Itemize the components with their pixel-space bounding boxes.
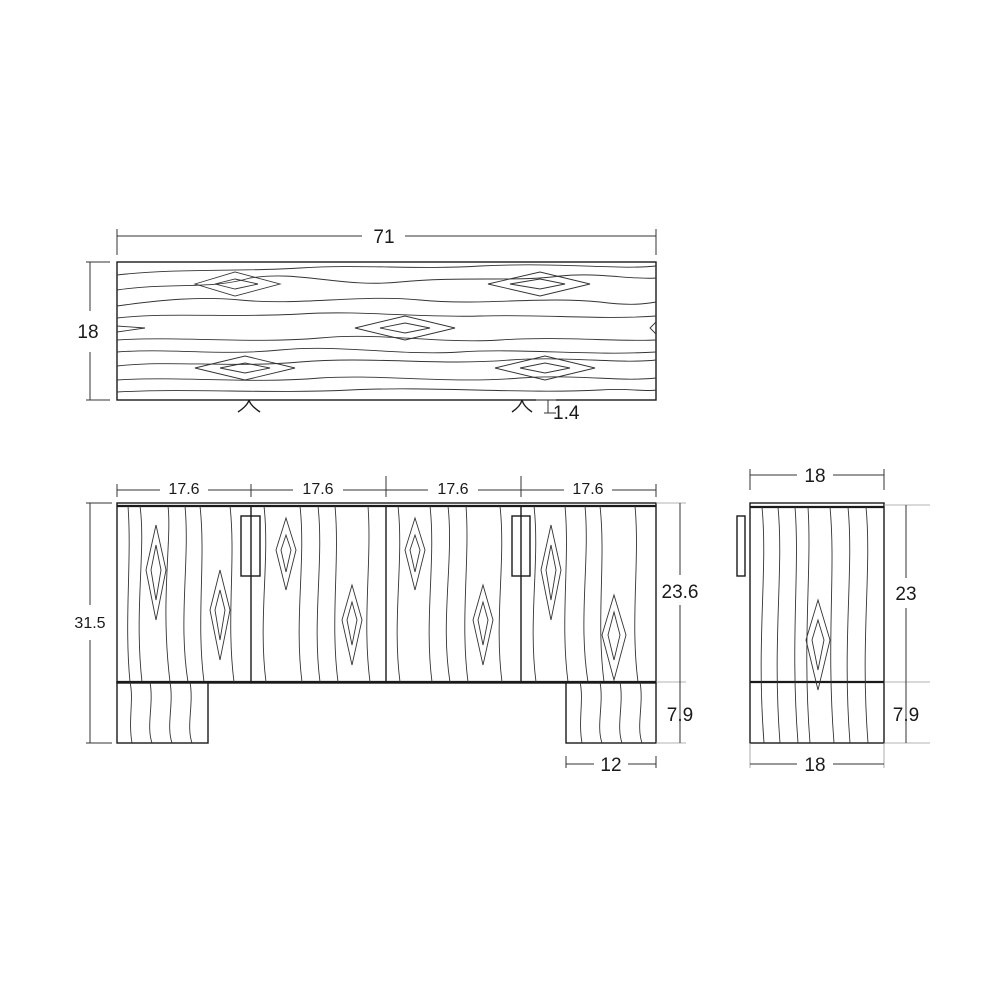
front-door-width-label-2: 17.6 xyxy=(302,481,333,498)
top-foot-offset-dimension: 1.4 xyxy=(536,399,580,424)
front-base-height-label: 7.9 xyxy=(667,705,693,726)
front-leg-left xyxy=(116,681,209,744)
front-door-width-label-4: 17.6 xyxy=(572,481,603,498)
side-top-depth-dimension: 18 xyxy=(749,466,885,490)
front-wood-grain xyxy=(127,505,639,683)
top-view: 71 18 xyxy=(77,227,657,424)
front-handle-left xyxy=(240,515,261,577)
front-leg-width-label: 12 xyxy=(600,755,621,776)
front-leg-width-dimension: 12 xyxy=(565,755,657,776)
front-view: 17.6 17.6 17.6 17.6 31.5 xyxy=(74,476,698,776)
top-foot-offset-label: 1.4 xyxy=(553,403,580,424)
top-handle-left-icon xyxy=(237,399,261,413)
side-cabinet-outline xyxy=(749,502,885,744)
front-leg-grain xyxy=(129,681,643,744)
top-width-dimension: 71 xyxy=(116,227,657,255)
front-door-width-dimensions: 17.6 17.6 17.6 17.6 xyxy=(116,476,657,498)
front-handle-right xyxy=(511,515,531,577)
side-height-dimension: 23 7.9 xyxy=(884,504,930,744)
front-door-width-label-3: 17.6 xyxy=(437,481,468,498)
side-cabinet-height-label: 23 xyxy=(895,584,916,605)
side-handle-profile xyxy=(736,515,746,577)
side-bottom-depth-label: 18 xyxy=(804,755,825,776)
front-leg-right xyxy=(565,681,657,744)
top-width-label: 71 xyxy=(373,227,394,248)
front-cabinet-height-dimension: 23.6 7.9 xyxy=(656,502,699,744)
front-total-height-label: 31.5 xyxy=(74,615,105,632)
top-handle-right-icon xyxy=(511,399,533,413)
side-wood-grain xyxy=(760,506,869,744)
side-bottom-depth-dimension: 18 xyxy=(749,743,885,776)
front-cabinet-height-label: 23.6 xyxy=(662,582,699,603)
side-base-height-label: 7.9 xyxy=(893,705,919,726)
top-surface-outline xyxy=(116,261,657,401)
side-view: 18 23 7.9 xyxy=(736,466,930,776)
top-wood-grain xyxy=(116,264,657,393)
front-total-height-dimension: 31.5 xyxy=(74,502,112,744)
top-depth-label: 18 xyxy=(77,322,98,343)
top-depth-dimension: 18 xyxy=(77,261,110,401)
side-top-depth-label: 18 xyxy=(804,466,825,487)
front-door-width-label-1: 17.6 xyxy=(168,481,199,498)
